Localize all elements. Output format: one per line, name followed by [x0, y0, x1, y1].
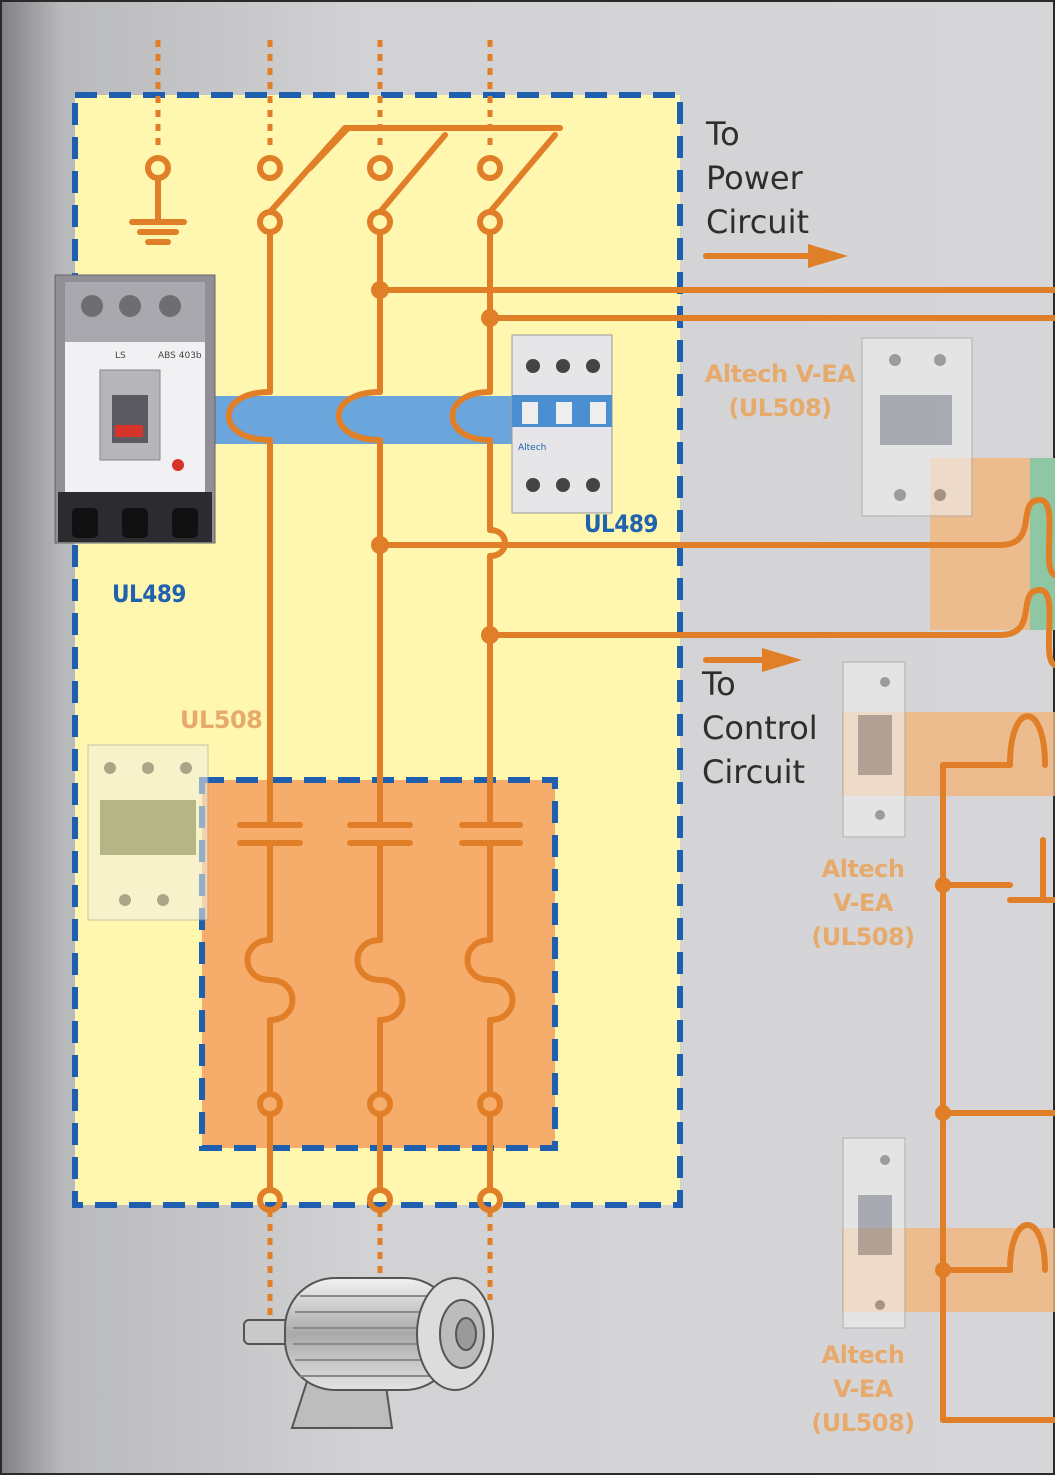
mccb-model-text: ABS 403b: [158, 351, 202, 361]
ul508-overload-label: UL508: [180, 706, 263, 734]
wire-junctions: [371, 281, 951, 1278]
altech-veea-bottom-label: Altech V-EA (UL508): [811, 1341, 915, 1437]
altech-veea-mid-label: Altech V-EA (UL508): [811, 855, 915, 951]
arrow-to-power-icon: [808, 244, 848, 268]
motor-icon: [243, 1277, 494, 1429]
mccb-breaker-icon: ABS 403b LS: [54, 274, 216, 544]
ul508-overload-device-icon: [87, 744, 209, 921]
to-power-circuit-label: To Power Circuit: [706, 115, 809, 241]
mccb-brand-text: LS: [115, 351, 126, 361]
incoming-supply-lines: [155, 40, 493, 150]
motor-leads: [267, 1210, 493, 1320]
power-wiring: [129, 125, 1055, 1423]
altech-veea-device-mid-icon: [842, 661, 906, 838]
altech-veea-top-label: Altech V-EA (UL508): [704, 360, 856, 422]
altech-veea-device-top-icon: [861, 337, 973, 517]
arrow-to-control-icon: [762, 648, 802, 672]
to-control-circuit-label: To Control Circuit: [702, 665, 818, 791]
ul489-main-breaker-label: UL489: [112, 580, 186, 608]
altech-veea-device-bottom-icon: [842, 1137, 906, 1329]
ul489-mini-breaker-label: UL489: [584, 510, 658, 538]
miniature-breaker-icon: Altech: [511, 334, 613, 514]
mini-brand-text: Altech: [518, 443, 546, 453]
